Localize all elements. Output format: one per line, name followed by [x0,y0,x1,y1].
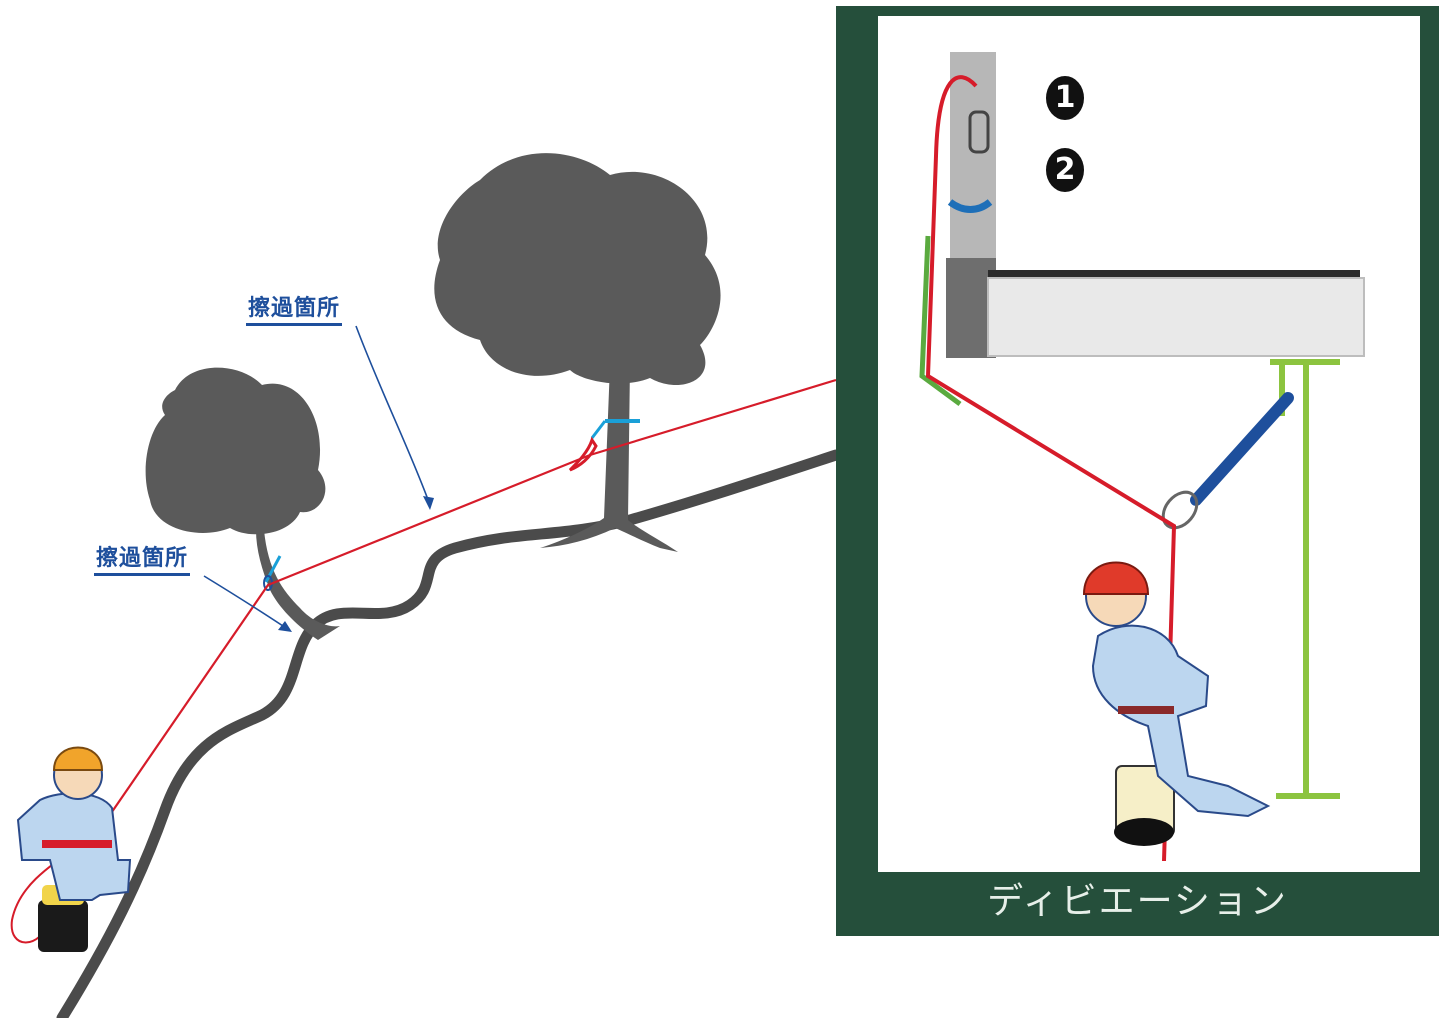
big-tree-trunk [540,365,678,552]
worker-helmet [52,746,104,771]
deviation-sling [1190,392,1294,506]
lower-callout-pointer [203,575,287,629]
deviation-svg [919,52,1365,862]
panel-worker [1082,561,1271,846]
deviation-panel: 1 2 ディビエーション [836,6,1439,936]
beam-top [988,270,1360,278]
lower-callout-arrowhead [278,621,292,632]
panel-worker-body [1091,624,1271,818]
upper-abrasion-callout: 擦過箇所 [246,296,343,326]
edge-protector [919,235,962,407]
big-tree-sling-leg [590,420,607,439]
upper-callout-arrowhead [423,496,434,510]
big-tree-anchor-knot [568,436,598,472]
worker-bag [38,900,88,952]
panel-caption: ディビエーション [987,881,1288,922]
rope [104,378,837,823]
panel-worker-helmet [1082,561,1150,595]
step-badge-1: 1 [1046,76,1084,120]
anchor-device [968,110,990,154]
beam [987,277,1365,357]
anchor-sling [947,199,993,213]
panel-rope [925,75,1177,862]
small-tree-canopy [145,367,326,535]
lower-abrasion-callout: 擦過箇所 [94,546,191,576]
deviation-carabiner [1161,490,1199,530]
panel-worker-harness [1118,706,1174,714]
worker-harness [42,840,112,848]
pillar [950,52,996,262]
step-badge-2: 2 [1046,148,1084,192]
small-tree [145,367,340,640]
ground-line [56,449,842,1018]
deviation-illustration: 1 2 [878,16,1420,872]
panel-worker-bag-bottom [1114,818,1174,846]
worker-figure [16,746,132,952]
big-tree-canopy [434,153,721,386]
small-tree-sling [264,555,282,583]
upper-callout-pointer [355,325,431,506]
big-tree [434,153,721,552]
